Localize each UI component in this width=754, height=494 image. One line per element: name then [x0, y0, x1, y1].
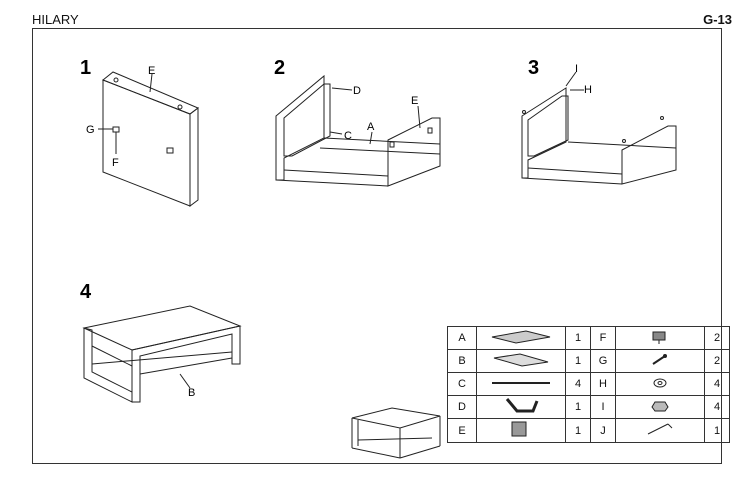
product-name: HILARY	[32, 12, 79, 27]
part-quantity: 1	[565, 418, 591, 443]
step4-label-b: B	[188, 387, 195, 399]
step2-label-a: A	[367, 121, 375, 133]
hex-key-icon	[615, 418, 705, 443]
washer-icon	[615, 372, 705, 396]
part-letter: B	[447, 349, 477, 373]
step-2-number: 2	[274, 57, 285, 79]
step2-label-e: E	[411, 95, 418, 107]
part-letter: G	[590, 349, 616, 373]
glass-shelf-icon	[476, 349, 566, 373]
screw-icon	[615, 349, 705, 373]
part-quantity: 4	[704, 395, 730, 419]
step2-label-d: D	[353, 85, 361, 97]
glass-top-icon	[476, 326, 566, 350]
part-letter: I	[590, 395, 616, 419]
panel-icon	[476, 418, 566, 443]
step-1-number: 1	[80, 57, 91, 79]
step-3-number: 3	[528, 57, 539, 79]
clamp-icon	[615, 326, 705, 350]
step2-label-c: C	[344, 130, 352, 142]
part-letter: E	[447, 418, 477, 443]
part-letter: A	[447, 326, 477, 350]
part-letter: H	[590, 372, 616, 396]
part-quantity: 2	[704, 349, 730, 373]
nut-icon	[615, 395, 705, 419]
part-quantity: 4	[565, 372, 591, 396]
u-frame-icon	[476, 395, 566, 419]
part-letter: D	[447, 395, 477, 419]
step2-frame-drawing	[275, 74, 441, 187]
step3-label-h: H	[584, 84, 592, 96]
step4-table-drawing	[82, 305, 242, 403]
step1-label-e: E	[148, 65, 155, 77]
step1-label-f: F	[112, 157, 119, 169]
part-letter: F	[590, 326, 616, 350]
part-quantity: 4	[704, 372, 730, 396]
step3-label-i: I	[575, 63, 578, 75]
part-quantity: 2	[704, 326, 730, 350]
step1-label-g: G	[86, 124, 95, 136]
part-letter: J	[590, 418, 616, 443]
step1-panel-drawing	[98, 71, 199, 207]
part-letter: C	[447, 372, 477, 396]
part-quantity: 1	[565, 326, 591, 350]
instruction-frame	[32, 28, 722, 464]
part-quantity: 1	[565, 349, 591, 373]
part-quantity: 1	[704, 418, 730, 443]
step-4-number: 4	[80, 281, 92, 303]
reference-table-drawing	[351, 407, 441, 459]
step3-frame-drawing	[521, 71, 677, 185]
rod-icon	[476, 372, 566, 396]
product-code: G-13	[703, 12, 732, 27]
part-quantity: 1	[565, 395, 591, 419]
